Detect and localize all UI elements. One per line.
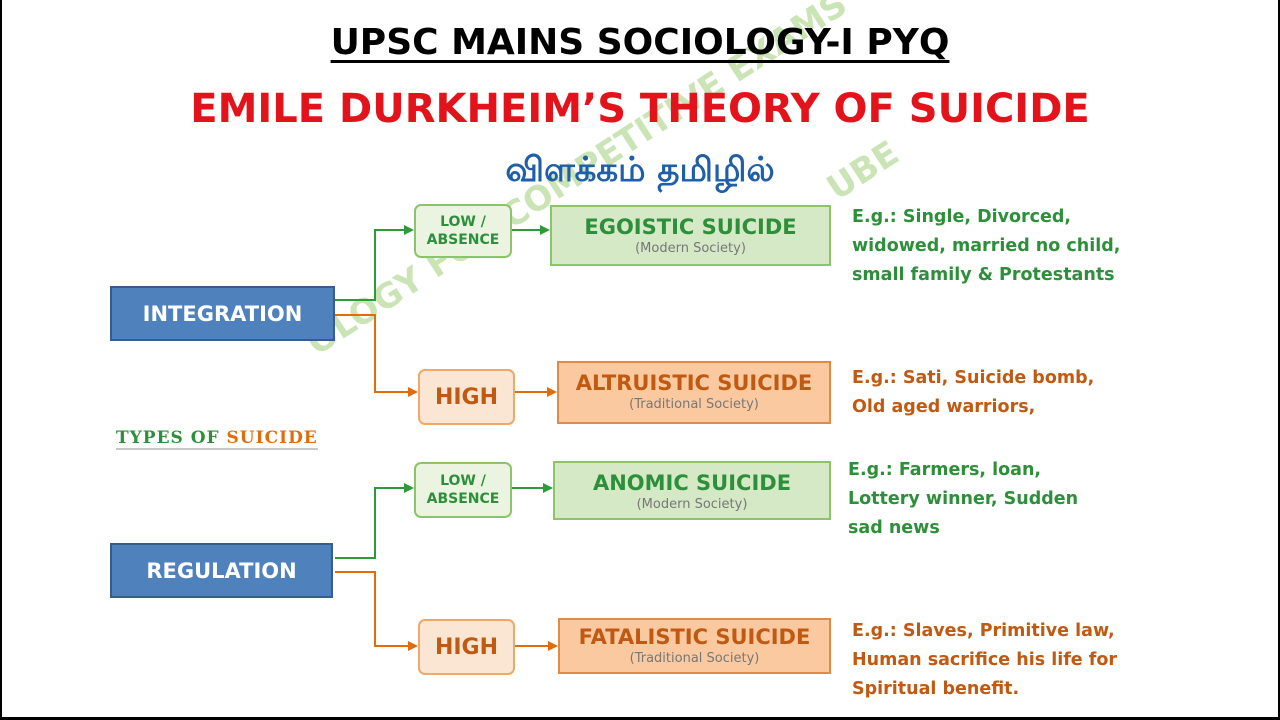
regulation-to-high-arrow (335, 571, 418, 651)
type-society: (Traditional Society) (629, 651, 760, 666)
altruistic-suicide-box: ALTRUISTIC SUICIDE (Traditional Society) (557, 361, 831, 424)
low-label-line2: ABSENCE (426, 232, 500, 248)
type-name: EGOISTIC SUICIDE (584, 215, 797, 239)
type-society: (Modern Society) (635, 241, 746, 256)
type-name: ANOMIC SUICIDE (592, 471, 792, 495)
integration-box: INTEGRATION (110, 286, 335, 341)
tamil-caption: விளக்கம் தமிழில் (505, 150, 775, 190)
regulation-box: REGULATION (110, 543, 333, 598)
type-society: (Modern Society) (636, 497, 748, 512)
regulation-high-box: HIGH (418, 619, 515, 675)
anomic-suicide-box: ANOMIC SUICIDE (Modern Society) (553, 461, 831, 520)
page-title: UPSC MAINS SOCIOLOGY-I PYQ (330, 22, 950, 63)
integration-high-box: HIGH (418, 369, 515, 425)
page-subtitle: EMILE DURKHEIM’S THEORY OF SUICIDE (190, 86, 1090, 132)
low-label-line1: LOW / (440, 214, 486, 230)
integration-to-high-arrow (335, 314, 418, 397)
integration-low-box: LOW / ABSENCE (414, 204, 512, 258)
regulation-to-low-arrow (335, 483, 414, 559)
type-society: (Traditional Society) (629, 397, 759, 412)
anomic-example: E.g.: Farmers, loan, Lottery winner, Sud… (848, 460, 1079, 538)
egoistic-example: E.g.: Single, Divorced, widowed, married… (852, 207, 1121, 285)
altruistic-example: E.g.: Sati, Suicide bomb, Old aged warri… (852, 368, 1095, 417)
integration-to-low-arrow (335, 225, 414, 301)
low-label-line1: LOW / (440, 473, 486, 489)
fatalistic-suicide-box: FATALISTIC SUICIDE (Traditional Society) (558, 618, 831, 674)
type-name: ALTRUISTIC SUICIDE (575, 371, 813, 395)
fatalistic-example: E.g.: Slaves, Primitive law, Human sacri… (852, 621, 1118, 699)
regulation-low-box: LOW / ABSENCE (414, 462, 512, 518)
types-of-suicide-label: TYPES OF SUICIDE (116, 428, 318, 450)
low-label-line2: ABSENCE (426, 491, 500, 507)
type-name: FATALISTIC SUICIDE (578, 625, 811, 649)
egoistic-suicide-box: EGOISTIC SUICIDE (Modern Society) (550, 205, 831, 266)
